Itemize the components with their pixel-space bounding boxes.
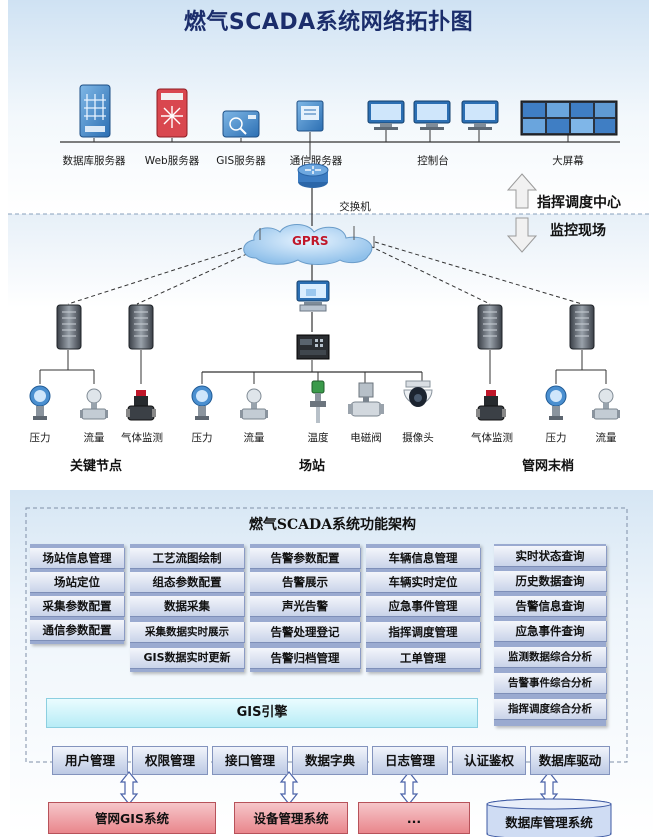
gis-realtime-update: GIS数据实时更新 <box>130 648 245 669</box>
process-diagram-draw: 工艺流图绘制 <box>130 548 245 569</box>
comm-server-label: 通信服务器 <box>289 155 343 167</box>
emergency-event-mgmt: 应急事件管理 <box>366 596 481 617</box>
alarm-archive-mgmt: 告警归档管理 <box>250 648 361 669</box>
database-server-icon <box>79 84 111 138</box>
pipe-end-label: 管网末梢 <box>521 459 575 474</box>
big-screen-label: 大屏幕 <box>552 155 584 167</box>
flow-meter-icon-1 <box>80 388 109 420</box>
pipe-gis-system: 管网GIS系统 <box>48 802 216 834</box>
work-order-mgmt: 工单管理 <box>366 648 481 669</box>
solenoid-label: 电磁阀 <box>350 432 382 444</box>
rtu-terminal-icon-2 <box>128 304 154 350</box>
db-mgmt-system: 数据库管理系统 <box>505 815 593 830</box>
log-mgmt: 日志管理 <box>372 746 448 775</box>
data-collection: 数据采集 <box>130 596 245 617</box>
gis-server-icon <box>222 110 260 138</box>
pressure-sensor-icon-2 <box>191 385 213 421</box>
pressure-sensor-icon-1 <box>29 385 51 421</box>
flow-meter-icon-3 <box>592 388 621 420</box>
switch-label: 交换机 <box>339 201 371 213</box>
field-monitoring-label: 监控现场 <box>550 223 606 239</box>
rtu-terminal-icon-3 <box>477 304 503 350</box>
user-mgmt: 用户管理 <box>52 746 128 775</box>
other-systems: ... <box>358 802 470 834</box>
camera-label: 摄像头 <box>402 432 434 444</box>
collect-param-config: 采集参数配置 <box>30 596 125 617</box>
config-param-setup: 组态参数配置 <box>130 572 245 593</box>
key-nodes-label: 关键节点 <box>69 459 123 474</box>
solenoid-valve-icon <box>348 382 384 417</box>
web-server-icon <box>156 88 188 138</box>
data-dictionary: 数据字典 <box>292 746 368 775</box>
alarm-display: 告警展示 <box>250 572 361 593</box>
comm-param-config: 通信参数配置 <box>30 620 125 641</box>
command-center-label: 指挥调度中心 <box>537 195 621 211</box>
gprs-cloud-icon <box>243 224 375 265</box>
realtime-data-display: 采集数据实时展示 <box>130 622 245 643</box>
alarm-event-analysis: 告警事件综合分析 <box>494 673 607 694</box>
db-driver: 数据库驱动 <box>530 746 610 775</box>
flow-meter-icon-2 <box>240 388 269 420</box>
gis-engine-bar: GIS引擎 <box>46 698 478 728</box>
console-monitor-icon-3 <box>461 100 499 130</box>
flow-label-1: 流量 <box>83 432 105 444</box>
big-screen-icon <box>520 100 618 136</box>
gis-server-label: GIS服务器 <box>216 155 266 167</box>
monitor-data-analysis: 监测数据综合分析 <box>494 647 607 668</box>
permission-mgmt: 权限管理 <box>132 746 208 775</box>
station-location: 场站定位 <box>30 572 125 593</box>
realtime-status-query: 实时状态查询 <box>494 546 607 567</box>
vehicle-info-mgmt: 车辆信息管理 <box>366 548 481 569</box>
gas-monitor-label-2: 气体监测 <box>471 432 513 444</box>
alarm-param-config: 告警参数配置 <box>250 548 361 569</box>
flow-label-3: 流量 <box>595 432 617 444</box>
gprs-label: GPRS <box>292 234 329 248</box>
equipment-mgmt-system: 设备管理系统 <box>234 802 348 834</box>
rtu-terminal-icon-4 <box>569 304 595 350</box>
temperature-sensor-icon <box>310 380 326 423</box>
sound-light-alarm: 声光告警 <box>250 596 361 617</box>
temperature-label: 温度 <box>307 432 329 444</box>
flow-label-2: 流量 <box>243 432 265 444</box>
console-monitor-icon-1 <box>367 100 405 130</box>
architecture-title: 燃气SCADA系统功能架构 <box>248 517 417 533</box>
station-computer-icon <box>296 280 330 312</box>
interface-mgmt: 接口管理 <box>212 746 288 775</box>
topology-title: 燃气SCADA系统网络拓扑图 <box>183 10 474 35</box>
alarm-info-query: 告警信息查询 <box>494 596 607 617</box>
pressure-label-3: 压力 <box>545 432 567 444</box>
alarm-handling-register: 告警处理登记 <box>250 622 361 643</box>
pressure-label-2: 压力 <box>191 432 213 444</box>
web-server-label: Web服务器 <box>144 155 200 167</box>
plc-controller-icon <box>296 334 330 360</box>
console-label: 控制台 <box>417 155 449 167</box>
pressure-label-1: 压力 <box>29 432 51 444</box>
emergency-event-query: 应急事件查询 <box>494 621 607 642</box>
communication-server-icon <box>296 100 324 132</box>
history-data-query: 历史数据查询 <box>494 571 607 592</box>
vehicle-realtime-location: 车辆实时定位 <box>366 572 481 593</box>
zone-up-down-arrows-icon <box>506 173 538 253</box>
gas-monitor-icon-2 <box>476 389 507 421</box>
gas-monitor-icon-1 <box>126 389 157 421</box>
dispatch-mgmt: 指挥调度管理 <box>366 622 481 643</box>
auth-verification: 认证鉴权 <box>452 746 526 775</box>
camera-icon <box>403 380 433 407</box>
station-label: 场站 <box>298 459 326 474</box>
dispatch-analysis: 指挥调度综合分析 <box>494 699 607 720</box>
gas-monitor-label-1: 气体监测 <box>121 432 163 444</box>
db-server-label: 数据库服务器 <box>62 155 126 167</box>
rtu-terminal-icon-1 <box>56 304 82 350</box>
console-monitor-icon-2 <box>413 100 451 130</box>
station-info-mgmt: 场站信息管理 <box>30 548 125 569</box>
pressure-sensor-icon-3 <box>545 385 567 421</box>
switch-router-icon <box>297 163 329 188</box>
